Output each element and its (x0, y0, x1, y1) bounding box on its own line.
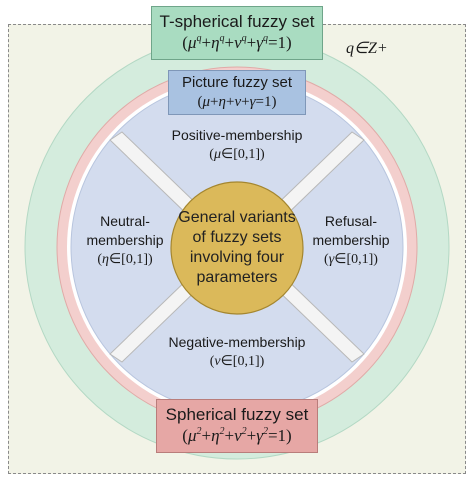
spherical-set-equation: (μ2+η2+ν2+γ2=1) (182, 426, 292, 445)
positive-membership: Positive-membership (μ∈[0,1]) (167, 126, 307, 164)
negative-membership-range: (ν∈[0,1]) (209, 354, 265, 369)
picture-set-box: Picture fuzzy set (μ+η+ν+γ=1) (168, 70, 306, 115)
neutral-membership-label: Neutral-membership (86, 213, 164, 248)
spherical-set-title: Spherical fuzzy set (165, 405, 309, 424)
center-label: General variants of fuzzy sets involving… (176, 191, 298, 305)
positive-membership-range: (μ∈[0,1]) (209, 147, 265, 162)
spherical-set-box: Spherical fuzzy set (μ2+η2+ν2+γ2=1) (156, 399, 318, 453)
refusal-membership-range: (γ∈[0,1]) (324, 252, 378, 267)
t-spherical-set-title: T-spherical fuzzy set (159, 12, 315, 31)
neutral-membership: Neutral-membership (η∈[0,1]) (86, 212, 164, 269)
t-spherical-set-equation: (μq+ηq+νq+γq=1) (182, 33, 292, 52)
neutral-membership-range: (η∈[0,1]) (97, 252, 153, 267)
negative-membership: Negative-membership (ν∈[0,1]) (162, 333, 312, 371)
q-condition: q∈Z+ (346, 40, 388, 57)
refusal-membership: Refusal-membership (γ∈[0,1]) (312, 212, 390, 269)
picture-set-title: Picture fuzzy set (181, 74, 293, 91)
center-label-text: General variants of fuzzy sets involving… (178, 209, 296, 286)
negative-membership-label: Negative-membership (168, 334, 306, 350)
quadrant-separators (109, 131, 365, 363)
refusal-membership-label: Refusal-membership (312, 213, 390, 248)
positive-membership-label: Positive-membership (171, 127, 303, 143)
t-spherical-set-box: T-spherical fuzzy set (μq+ηq+νq+γq=1) (151, 6, 323, 60)
picture-set-equation: (μ+η+ν+γ=1) (197, 94, 277, 110)
center-circle (170, 181, 304, 315)
